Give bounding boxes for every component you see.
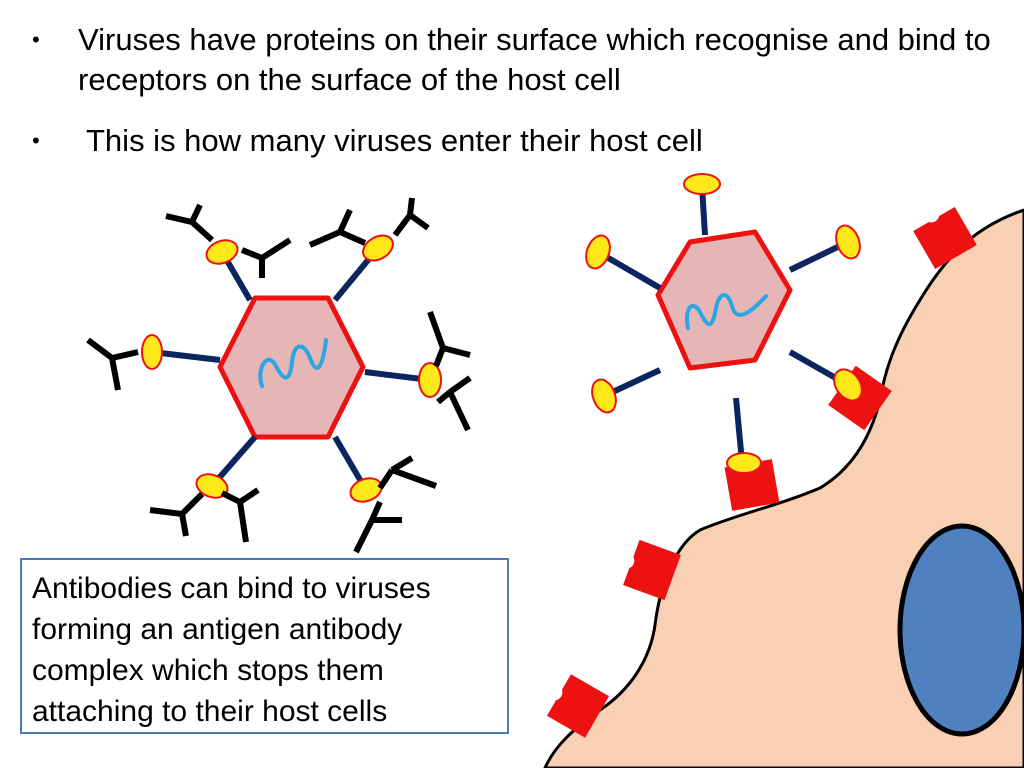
- virus-capsid: [655, 229, 793, 371]
- bullet-text: Viruses have proteins on their surface w…: [78, 22, 991, 97]
- viral-genome: [685, 293, 768, 330]
- nucleus: [897, 523, 1024, 737]
- virus-neutralised: [86, 197, 472, 554]
- bullet-marker: •: [32, 128, 40, 153]
- antigens: [585, 173, 863, 474]
- receptor: [546, 674, 610, 738]
- bullet-marker: •: [32, 27, 40, 52]
- antigens: [141, 234, 442, 503]
- antibodies: [86, 197, 472, 554]
- caption-text: Antibodies can bind to viruses forming a…: [32, 572, 431, 728]
- virus-infecting: [585, 173, 863, 474]
- bullet-text: This is how many viruses enter their hos…: [86, 123, 703, 158]
- receptor: [623, 539, 681, 601]
- viral-genome: [258, 338, 328, 388]
- receptor: [913, 206, 977, 270]
- caption-box: Antibodies can bind to viruses forming a…: [20, 558, 509, 734]
